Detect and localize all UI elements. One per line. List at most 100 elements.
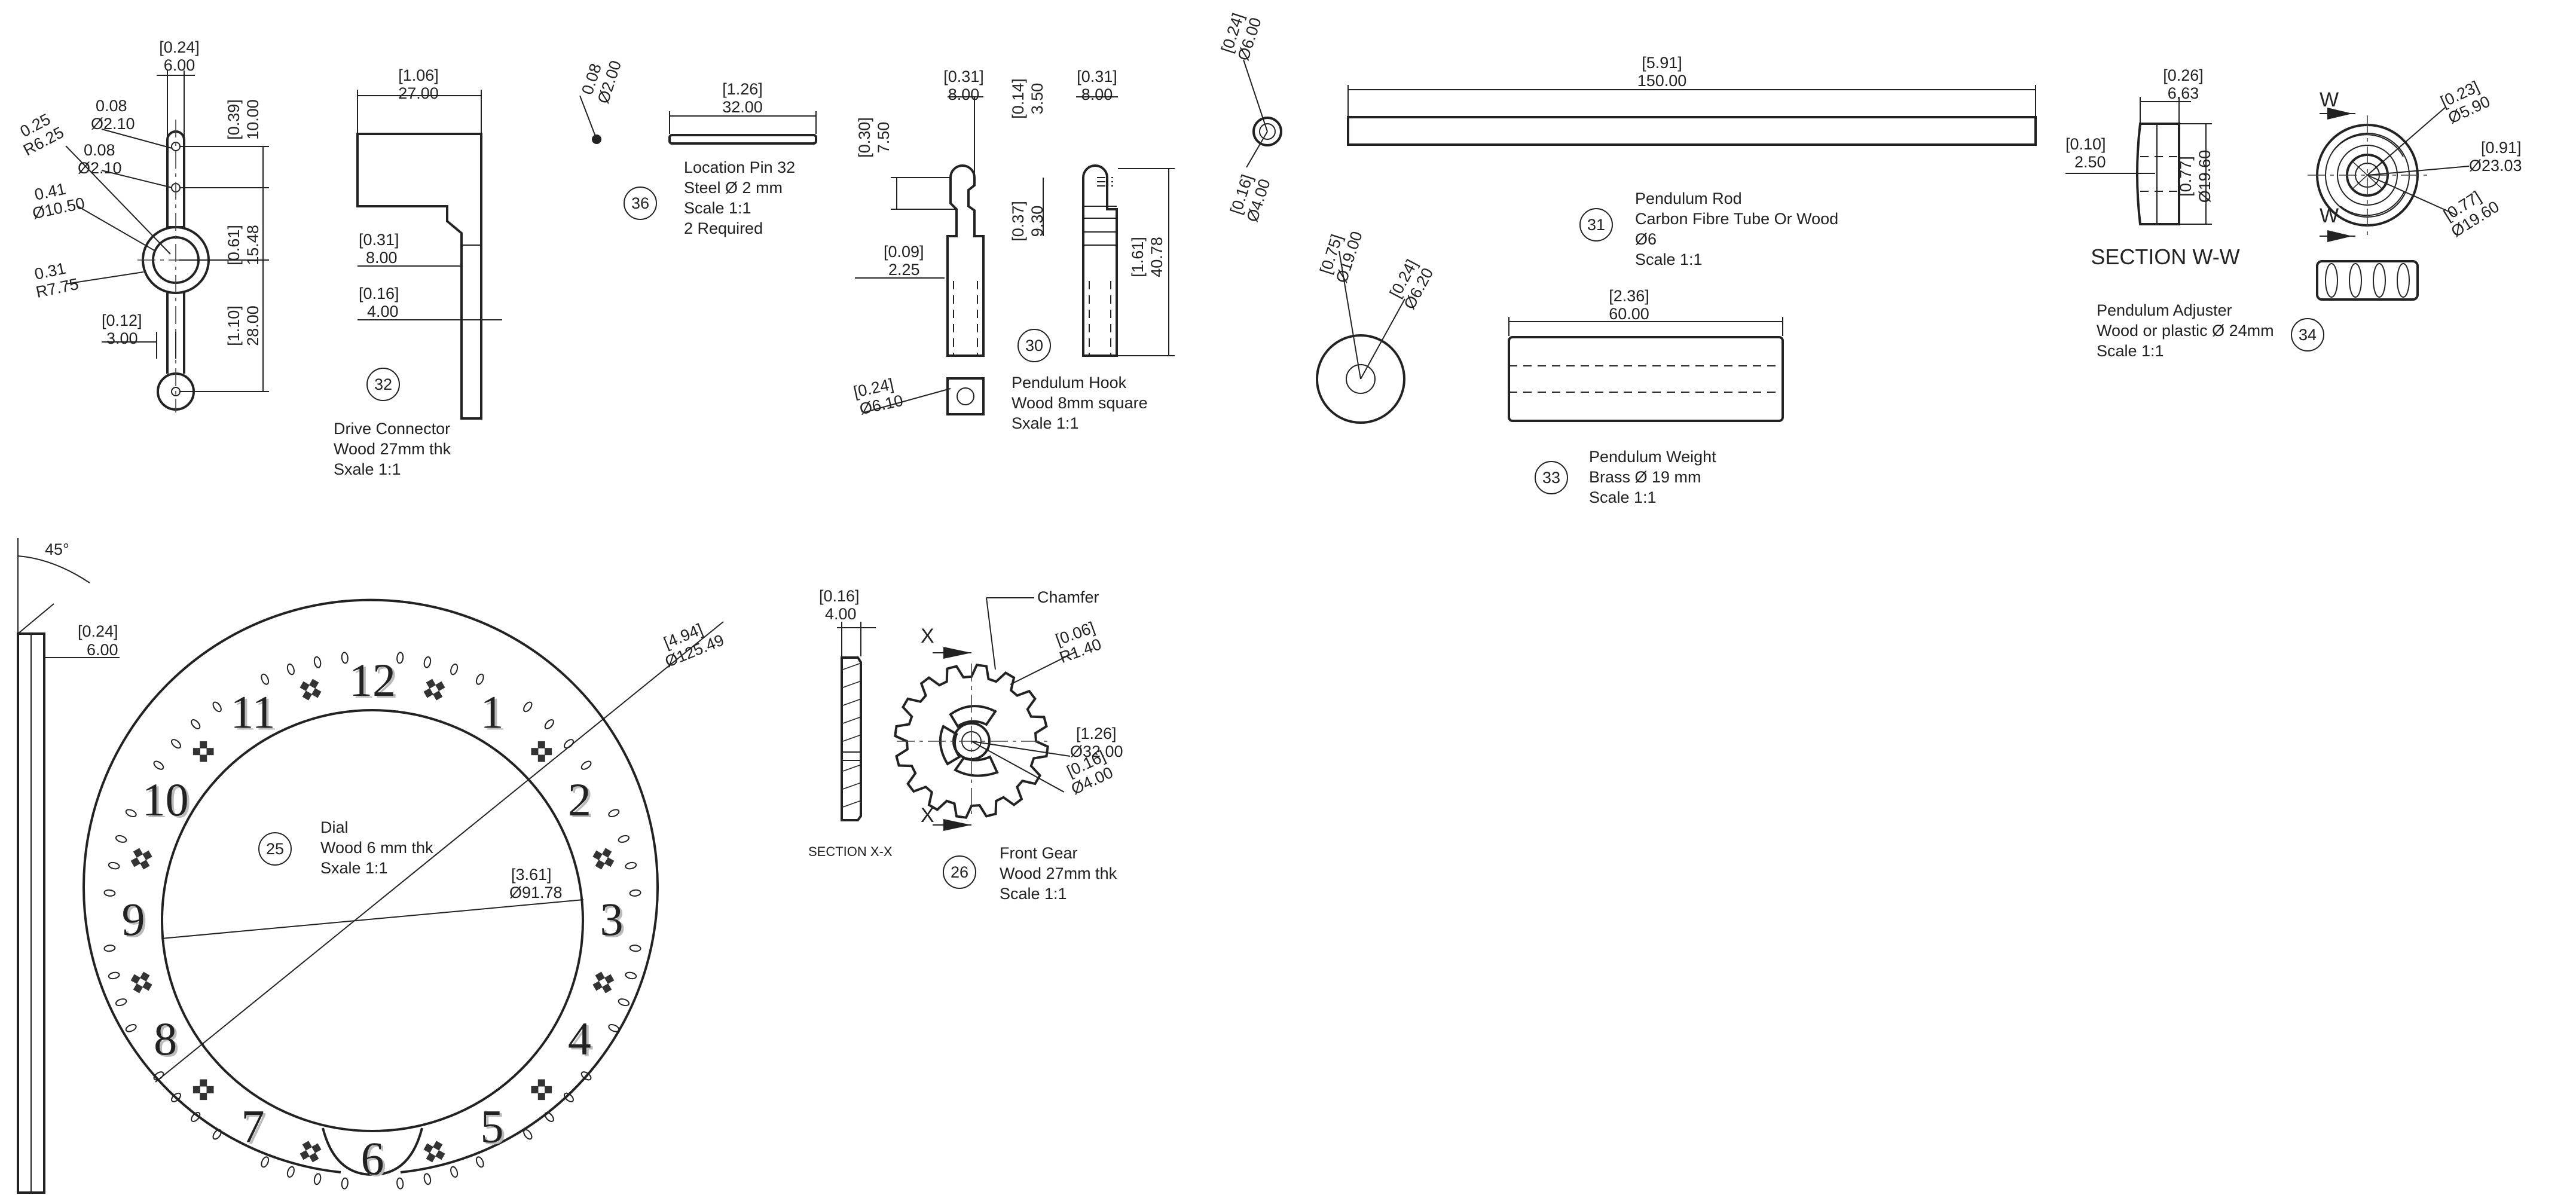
dim-label: [0.37] bbox=[1009, 201, 1027, 242]
part-26-callout: 26 Front Gear Wood 27mm thk Scale 1:1 bbox=[943, 844, 1117, 903]
part-number: 25 bbox=[266, 840, 284, 858]
dim-value: 10.00 bbox=[244, 99, 262, 140]
dim-label: [0.31] bbox=[359, 231, 399, 249]
part-number-bubble bbox=[1535, 461, 1568, 494]
dim-value: 6.00 bbox=[164, 56, 195, 74]
minute-mark bbox=[450, 663, 459, 676]
dial-numeral: 9 bbox=[122, 893, 145, 945]
minute-mark bbox=[341, 652, 349, 664]
dim-label: 0.08 bbox=[84, 141, 115, 159]
part-number-bubble bbox=[366, 368, 400, 401]
dial-numeral: 1 bbox=[481, 686, 504, 738]
minute-mark bbox=[423, 1173, 432, 1185]
dim-label: [0.16] bbox=[359, 285, 399, 302]
dim-value: Ø2.10 bbox=[78, 159, 122, 177]
diamond-ornament bbox=[592, 848, 615, 870]
diamond-ornament bbox=[300, 1141, 322, 1163]
part-material: Steel Ø 2 mm bbox=[684, 179, 783, 197]
section-marker-x: X bbox=[921, 625, 934, 647]
dim-value: Ø32.00 bbox=[1070, 742, 1123, 760]
minute-mark bbox=[608, 809, 620, 818]
dim-value: 3.50 bbox=[1028, 83, 1046, 115]
part-33-callout: 33 Pendulum Weight Brass Ø 19 mm Scale 1… bbox=[1535, 448, 1716, 506]
part-name: Front Gear bbox=[1000, 844, 1078, 862]
minute-mark bbox=[396, 652, 404, 664]
part-name: Dial bbox=[320, 818, 349, 836]
minute-mark bbox=[115, 835, 127, 843]
part-pendulum-adjuster-side: [0.26] 6.63 [0.10] 2.50 [0.77] Ø19.60 SE… bbox=[2065, 66, 2240, 269]
minute-mark bbox=[564, 1092, 574, 1102]
chamfer-label: Chamfer bbox=[1037, 588, 1099, 606]
minute-mark bbox=[212, 1129, 222, 1140]
minute-mark bbox=[475, 673, 484, 685]
minute-mark bbox=[313, 656, 322, 668]
dim-label: [0.24] bbox=[159, 38, 200, 56]
dim-label: [0.24] bbox=[78, 622, 118, 640]
part-30-callout: 30 Pendulum Hook Wood 8mm square Sxale 1… bbox=[1012, 329, 1148, 432]
numeral-shadow: 4 bbox=[570, 1014, 594, 1066]
dim-label: [1.06] bbox=[398, 66, 439, 84]
minute-mark bbox=[313, 1173, 322, 1185]
part-name: Pendulum Rod bbox=[1635, 190, 1742, 207]
dim-label: 0.08 bbox=[96, 97, 127, 115]
numeral-shadow: 3 bbox=[603, 895, 626, 947]
dial-numeral: 5 bbox=[481, 1100, 504, 1152]
dim-value: 32.00 bbox=[722, 98, 763, 116]
minute-mark bbox=[450, 1166, 459, 1178]
numeral-shadow: 8 bbox=[156, 1014, 179, 1066]
minute-mark bbox=[286, 663, 295, 676]
part-material: Wood or plastic Ø 24mm bbox=[2097, 322, 2274, 340]
dim-label: [1.10] bbox=[225, 305, 243, 346]
diamond-ornament bbox=[531, 1079, 552, 1101]
dim-label: [0.12] bbox=[102, 311, 142, 329]
part-number-bubble bbox=[258, 832, 292, 866]
dim-value: Ø19.60 bbox=[2196, 150, 2214, 203]
minute-mark bbox=[191, 719, 201, 729]
dim-label: [3.61] bbox=[511, 866, 552, 884]
dim-value: Ø23.03 bbox=[2469, 157, 2522, 175]
minute-mark bbox=[523, 701, 533, 713]
minute-mark bbox=[103, 945, 116, 952]
dim-value: 3.00 bbox=[106, 329, 138, 347]
angle-label: 45° bbox=[45, 540, 69, 558]
dim-value: 7.50 bbox=[875, 122, 893, 154]
dim-label: [5.91] bbox=[1642, 54, 1682, 72]
part-scale: Scale 1:1 bbox=[2097, 342, 2164, 360]
part-number-bubble bbox=[2291, 318, 2324, 352]
dim-value: 9.30 bbox=[1028, 206, 1046, 237]
minute-mark bbox=[629, 945, 641, 952]
part-scale: Scale 1:1 bbox=[1589, 488, 1657, 506]
numeral-shadow: 7 bbox=[244, 1102, 267, 1154]
dial-numeral: 7 bbox=[242, 1100, 265, 1152]
minute-mark bbox=[544, 1112, 554, 1122]
part-pendulum-hook-view bbox=[855, 96, 1175, 415]
dim-value: 8.00 bbox=[366, 249, 398, 267]
part-number-bubble bbox=[624, 187, 657, 220]
part-quantity: 2 Required bbox=[684, 219, 763, 237]
section-marker-w: W bbox=[2320, 204, 2339, 227]
part-scale: Sxale 1:1 bbox=[334, 460, 401, 478]
minute-mark bbox=[171, 739, 181, 749]
part-pendulum-rod-view: [5.91] 150.00 bbox=[1347, 54, 2037, 146]
dial-numeral: 12 bbox=[349, 654, 396, 706]
dim-label: [0.31] bbox=[943, 68, 984, 85]
minute-mark bbox=[286, 1166, 295, 1178]
part-25-callout: 25 Dial Wood 6 mm thk Sxale 1:1 bbox=[258, 818, 433, 877]
part-material: Wood 27mm thk bbox=[1000, 864, 1117, 882]
part-number-bubble bbox=[943, 855, 976, 889]
dim-label: [0.16] bbox=[819, 587, 860, 605]
part-name: Location Pin 32 bbox=[684, 158, 795, 176]
dim-value: 60.00 bbox=[1609, 305, 1649, 323]
dim-value: Ø91.78 bbox=[509, 884, 563, 901]
numeral-shadow: 12 bbox=[352, 656, 398, 708]
minute-mark bbox=[261, 673, 270, 685]
section-ww-title: SECTION W-W bbox=[2091, 244, 2239, 269]
minute-mark bbox=[618, 835, 630, 843]
numeral-shadow: 1 bbox=[483, 688, 506, 740]
diamond-ornament bbox=[192, 1079, 214, 1101]
minute-mark bbox=[261, 1156, 270, 1168]
dim-value: 4.00 bbox=[825, 605, 857, 623]
part-material: Wood 8mm square bbox=[1012, 394, 1148, 412]
part-link-view bbox=[65, 71, 269, 412]
